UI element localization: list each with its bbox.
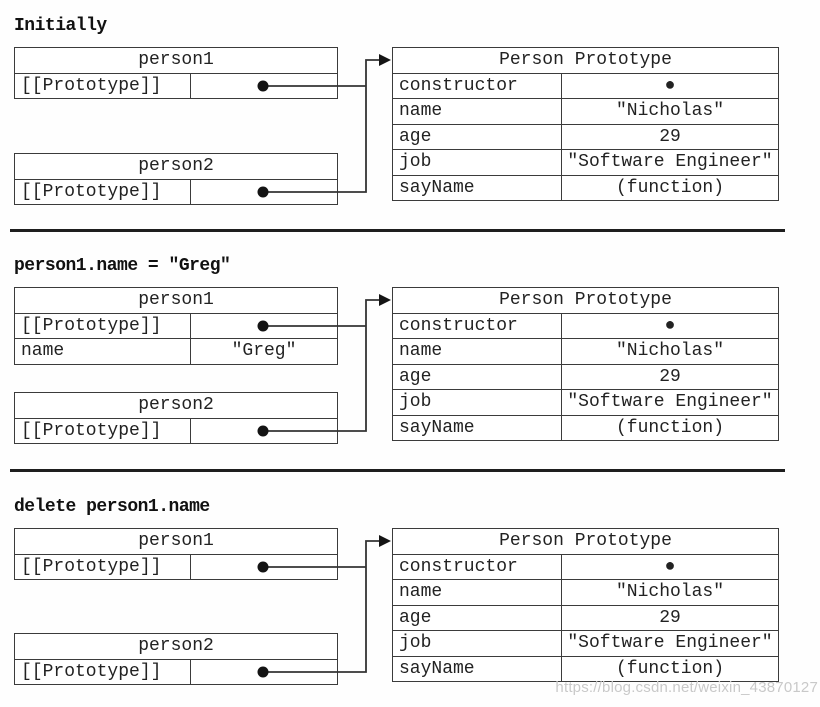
section-label-assign-name: person1.name = "Greg" xyxy=(14,256,231,276)
property-key: [[Prototype]] xyxy=(15,418,191,443)
property-row: constructor ● xyxy=(393,313,778,339)
property-value: "Greg" xyxy=(231,341,297,362)
object-box-person-prototype: Person Prototype constructor ● name "Nic… xyxy=(392,528,779,682)
property-row: age 29 xyxy=(393,124,778,150)
property-row: name "Greg" xyxy=(15,339,337,364)
arrowhead-icon xyxy=(379,294,391,306)
object-box-person2: person2 [[Prototype]] xyxy=(14,153,338,205)
property-row: name "Nicholas" xyxy=(393,99,778,125)
property-key: age xyxy=(393,364,562,389)
property-key: constructor xyxy=(393,73,562,98)
watermark-url: https://blog.csdn.net/weixin_43870127 xyxy=(555,679,818,696)
prototype-pointer-cell xyxy=(191,555,337,580)
property-value: "Nicholas" xyxy=(615,341,725,362)
property-value: 29 xyxy=(659,607,681,628)
object-box-person-prototype: Person Prototype constructor ● name "Nic… xyxy=(392,47,779,201)
property-key: job xyxy=(393,631,562,656)
property-key: age xyxy=(393,124,562,149)
object-title: person1 xyxy=(15,529,337,555)
property-value: 29 xyxy=(659,366,681,387)
property-value: (function) xyxy=(615,658,725,679)
property-row: age 29 xyxy=(393,605,778,631)
object-title: Person Prototype xyxy=(393,48,778,74)
property-value: 29 xyxy=(659,126,681,147)
object-title: Person Prototype xyxy=(393,529,778,555)
property-key: [[Prototype]] xyxy=(15,73,191,98)
property-key: age xyxy=(393,605,562,630)
property-key: [[Prototype]] xyxy=(15,313,191,338)
property-value: "Software Engineer" xyxy=(567,633,773,654)
object-box-person1: person1 [[Prototype]] xyxy=(14,47,338,99)
property-key: job xyxy=(393,390,562,415)
section-label-initially: Initially xyxy=(14,16,107,36)
prototype-pointer-cell xyxy=(191,419,337,444)
property-key: sayName xyxy=(393,415,562,440)
property-row: constructor ● xyxy=(393,554,778,580)
prototype-pointer-cell xyxy=(191,660,337,685)
arrowhead-icon xyxy=(379,535,391,547)
property-value: "Software Engineer" xyxy=(567,152,773,173)
property-key: constructor xyxy=(393,313,562,338)
property-value: "Software Engineer" xyxy=(567,392,773,413)
property-row: [[Prototype]] xyxy=(15,313,337,339)
section-divider xyxy=(10,229,785,232)
property-row: sayName (function) xyxy=(393,656,778,681)
property-key: [[Prototype]] xyxy=(15,179,191,204)
property-value: (function) xyxy=(615,177,725,198)
property-row: job "Software Engineer" xyxy=(393,631,778,657)
property-key: sayName xyxy=(393,656,562,681)
section-divider xyxy=(10,469,785,472)
constructor-pointer-dot: ● xyxy=(664,75,676,96)
property-row: sayName (function) xyxy=(393,175,778,200)
property-key: name xyxy=(393,99,562,124)
property-row: [[Prototype]] xyxy=(15,554,337,580)
arrowhead-icon xyxy=(379,54,391,66)
object-box-person2: person2 [[Prototype]] xyxy=(14,633,338,685)
property-value: (function) xyxy=(615,417,725,438)
constructor-pointer-dot: ● xyxy=(664,556,676,577)
property-key: name xyxy=(15,339,191,364)
prototype-pointer-cell xyxy=(191,314,337,339)
property-key: name xyxy=(393,580,562,605)
property-key: constructor xyxy=(393,554,562,579)
object-title: person1 xyxy=(15,48,337,74)
property-key: name xyxy=(393,339,562,364)
property-row: constructor ● xyxy=(393,73,778,99)
object-box-person-prototype: Person Prototype constructor ● name "Nic… xyxy=(392,287,779,441)
prototype-pointer-cell xyxy=(191,180,337,205)
property-row: job "Software Engineer" xyxy=(393,390,778,416)
object-box-person1: person1 [[Prototype]] name "Greg" xyxy=(14,287,338,365)
property-row: [[Prototype]] xyxy=(15,179,337,205)
property-value: "Nicholas" xyxy=(615,101,725,122)
section-label-delete-name: delete person1.name xyxy=(14,497,210,517)
property-row: [[Prototype]] xyxy=(15,418,337,444)
object-title: person2 xyxy=(15,393,337,419)
constructor-pointer-dot: ● xyxy=(664,315,676,336)
property-row: [[Prototype]] xyxy=(15,659,337,685)
object-title: person2 xyxy=(15,154,337,180)
property-row: age 29 xyxy=(393,364,778,390)
property-row: name "Nicholas" xyxy=(393,339,778,365)
property-row: job "Software Engineer" xyxy=(393,150,778,176)
property-value: "Nicholas" xyxy=(615,582,725,603)
object-title: person1 xyxy=(15,288,337,314)
object-box-person1: person1 [[Prototype]] xyxy=(14,528,338,580)
object-title: Person Prototype xyxy=(393,288,778,314)
property-row: name "Nicholas" xyxy=(393,580,778,606)
property-key: sayName xyxy=(393,175,562,200)
property-row: sayName (function) xyxy=(393,415,778,440)
prototype-pointer-cell xyxy=(191,74,337,99)
property-key: job xyxy=(393,150,562,175)
object-title: person2 xyxy=(15,634,337,660)
property-key: [[Prototype]] xyxy=(15,659,191,684)
property-key: [[Prototype]] xyxy=(15,554,191,579)
object-box-person2: person2 [[Prototype]] xyxy=(14,392,338,444)
property-row: [[Prototype]] xyxy=(15,73,337,99)
